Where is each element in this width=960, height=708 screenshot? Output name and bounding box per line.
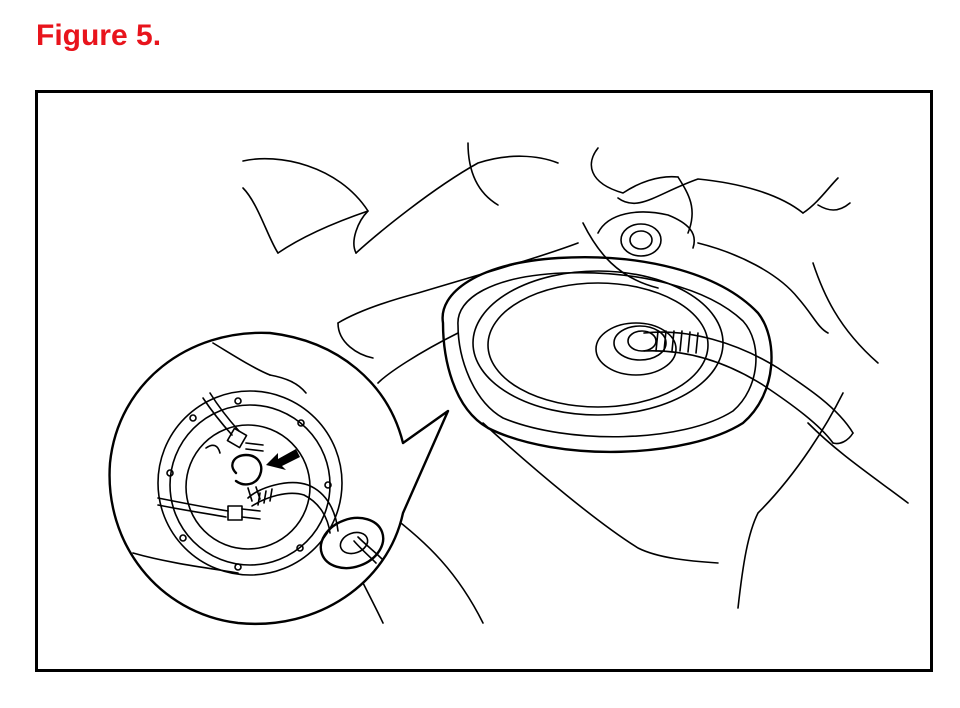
wire-harness-hose: [643, 330, 854, 445]
fuel-pump-service-cover: [441, 256, 773, 454]
body-grommet-boss: [597, 211, 695, 257]
figure-title: Figure 5.: [36, 19, 162, 52]
vehicle-body-contours: [242, 142, 909, 624]
detail-fuel-pump-top-view: [132, 342, 385, 576]
fuel-pump-access-illustration: [108, 142, 909, 626]
figure-frame: [35, 90, 933, 672]
